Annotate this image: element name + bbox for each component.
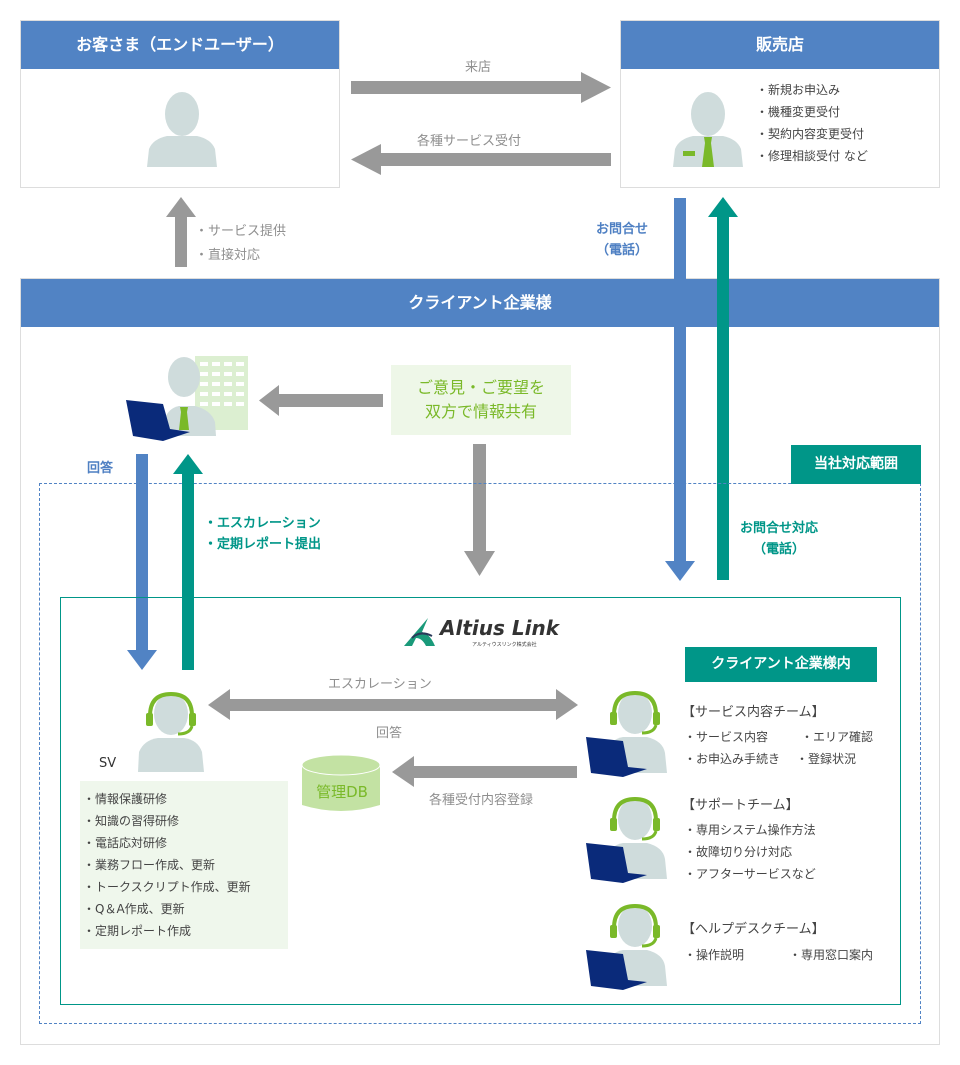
sv-headset-person-icon — [138, 691, 204, 772]
info-share-line-2: 双方で情報共有 — [424, 402, 537, 421]
sv-task: 電話応対研修 — [83, 832, 251, 854]
inquiry-down-arrow — [665, 198, 695, 581]
management-db-icon — [301, 754, 381, 811]
management-db-label: 管理DB — [316, 783, 368, 801]
team-item-text: 登録状況 — [808, 752, 857, 766]
scope-badge: 当社対応範囲 — [791, 445, 921, 484]
onsite-badge: クライアント企業様内 — [685, 647, 877, 682]
services-accept-arrow — [351, 144, 611, 175]
sv-task-list: 情報保護研修 知識の習得研修 電話応対研修 業務フロー作成、更新 トークスクリプ… — [83, 788, 251, 942]
registration-arrow — [392, 756, 577, 787]
escalation-two-way-arrow — [208, 689, 578, 720]
service-provision-arrow — [166, 197, 196, 267]
reply-label: 回答 — [376, 726, 403, 741]
helpdesk-team-operator-icon — [586, 903, 667, 990]
share-to-company-arrow — [464, 444, 495, 576]
info-share-line-1: ご意見・ご要望を — [416, 378, 545, 397]
team-title: 【サービス内容チーム】 — [682, 705, 825, 720]
team-item: ・専用窓口案内 — [789, 948, 874, 962]
escalation-report-label: ・エスカレーション ・定期レポート提出 — [204, 513, 321, 555]
team-item: アフターサービスなど — [684, 863, 816, 885]
logo-subtext: アルティウスリンク株式会社 — [472, 642, 537, 648]
sv-label: SV — [99, 756, 117, 771]
inquiry-label-1: お問合せ — [596, 222, 649, 237]
company-logo: Altius Link アルティウスリンク株式会社 — [402, 614, 562, 650]
store-title: 販売店 — [621, 21, 939, 69]
info-share-box: ご意見・ご要望を 双方で情報共有 — [391, 365, 571, 435]
team-title: 【サポートチーム】 — [682, 798, 799, 813]
team-item-text: 操作説明 — [696, 948, 745, 962]
sv-task: トークスクリプト作成、更新 — [83, 876, 251, 898]
escalation-report-label-1: ・エスカレーション — [204, 516, 321, 531]
inquiry-handling-label-1: お問合せ対応 — [740, 521, 819, 536]
altius-logo-mark-icon — [404, 618, 435, 646]
team-item: ・お申込み手続き — [684, 752, 781, 766]
inquiry-label: お問合せ （電話） — [596, 219, 648, 261]
store-service-list: 新規お申込み 機種変更受付 契約内容変更受付 修理相談受付 など — [756, 79, 868, 167]
team-item-text: 専用窓口案内 — [801, 948, 874, 962]
inquiry-handling-label: お問合せ対応 （電話） — [740, 518, 818, 560]
sv-task: 定期レポート作成 — [83, 920, 251, 942]
team-item-list: 専用システム操作方法 故障切り分け対応 アフターサービスなど — [684, 819, 816, 885]
team-item: 故障切り分け対応 — [684, 841, 816, 863]
client-staff-icon — [126, 356, 248, 441]
sv-task: 知識の習得研修 — [83, 810, 251, 832]
sv-task: 業務フロー作成、更新 — [83, 854, 251, 876]
logo-text: Altius Link — [440, 616, 559, 640]
customer-box: お客さま（エンドユーザー） — [20, 20, 340, 188]
sv-task: 情報保護研修 — [83, 788, 251, 810]
store-item: 新規お申込み — [756, 79, 868, 101]
team-item: ・登録状況 — [796, 752, 857, 766]
service-provision-label-2: ・直接対応 — [195, 248, 261, 263]
escalation-label: エスカレーション — [328, 677, 432, 692]
team-item: ・サービス内容 — [684, 730, 769, 744]
service-provision-label-1: ・サービス提供 — [195, 224, 287, 239]
escalation-up-arrow — [173, 454, 203, 670]
answer-label: 回答 — [87, 461, 114, 476]
service-team-operator-icon — [586, 690, 667, 777]
client-title: クライアント企業様 — [21, 279, 939, 327]
store-item: 修理相談受付 など — [756, 145, 868, 167]
company-box — [60, 597, 901, 1005]
registration-label: 各種受付内容登録 — [429, 793, 534, 808]
answer-down-arrow — [127, 454, 157, 670]
services-accept-label: 各種サービス受付 — [417, 134, 522, 149]
inquiry-response-up-arrow — [708, 197, 738, 580]
team-item: ・操作説明 — [684, 948, 745, 962]
inquiry-label-2: （電話） — [596, 243, 649, 258]
sv-task: Q＆A作成、更新 — [83, 898, 251, 920]
store-staff-icon — [673, 92, 743, 167]
visit-label: 来店 — [465, 60, 492, 75]
escalation-report-label-2: ・定期レポート提出 — [204, 537, 322, 552]
team-item: ・エリア確認 — [801, 730, 874, 744]
support-team-operator-icon — [586, 796, 667, 883]
team-item-text: お申込み手続き — [696, 752, 781, 766]
store-item: 契約内容変更受付 — [756, 123, 868, 145]
team-title: 【ヘルプデスクチーム】 — [682, 922, 825, 937]
inquiry-handling-label-2: （電話） — [753, 542, 806, 557]
store-box: 販売店 新規お申込み 機種変更受付 契約内容変更受付 修理相談受付 など — [620, 20, 940, 188]
customer-person-icon — [147, 92, 217, 167]
team-item: 専用システム操作方法 — [684, 819, 816, 841]
team-item-text: サービス内容 — [696, 730, 769, 744]
share-to-client-arrow — [259, 385, 383, 416]
scope-area — [39, 483, 921, 1024]
customer-title: お客さま（エンドユーザー） — [21, 21, 339, 69]
store-item: 機種変更受付 — [756, 101, 868, 123]
visit-arrow — [351, 72, 611, 103]
team-item-text: エリア確認 — [813, 730, 874, 744]
